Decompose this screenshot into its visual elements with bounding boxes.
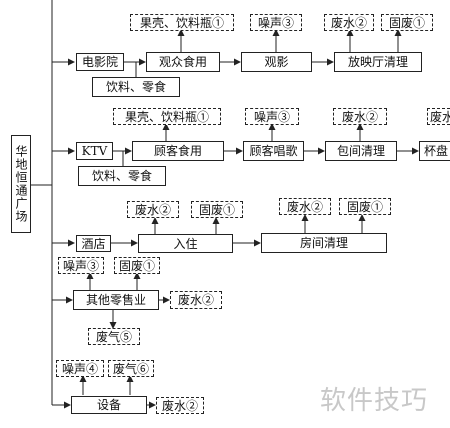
equipment-output-1: 噪声④	[56, 360, 104, 377]
hotel-output-1: 废水②	[127, 201, 179, 218]
ktv-node: KTV	[76, 142, 113, 160]
hotel-step2-node: 房间清理	[261, 233, 387, 253]
cinema-snack-node: 饮料、零食	[92, 77, 180, 97]
cinema-output-1: 果壳、饮料瓶①	[130, 14, 234, 31]
cinema-step3-node: 放映厅清理	[334, 52, 422, 72]
watermark-text: 软件技巧	[320, 386, 429, 416]
hotel-node: 酒店	[76, 235, 111, 252]
hotel-output-2: 固废①	[191, 201, 243, 218]
ktv-snack-node: 饮料、零食	[78, 166, 166, 186]
ktv-step3-node: 包间清理	[325, 141, 397, 161]
ktv-step4-node: 杯盘	[419, 141, 450, 161]
ktv-step2-node: 顾客唱歌	[243, 141, 304, 161]
root-node: 华地恒通广场	[11, 135, 31, 233]
cinema-node: 电影院	[76, 53, 124, 71]
cinema-output-3: 废水②	[324, 14, 374, 31]
cinema-output-2: 噪声③	[250, 14, 302, 31]
retail-output-1: 噪声③	[58, 257, 104, 274]
equipment-output-3: 废水②	[156, 397, 204, 414]
cinema-output-4: 固废①	[381, 14, 433, 31]
equipment-output-2: 废气⑥	[108, 360, 154, 377]
cinema-step2-node: 观影	[241, 52, 312, 72]
ktv-step1-node: 顾客食用	[132, 141, 224, 161]
ktv-output-1: 果壳、饮料瓶①	[113, 108, 221, 125]
retail-output-4: 废气⑤	[88, 328, 140, 345]
retail-output-2: 固废①	[114, 257, 160, 274]
hotel-output-3: 废水②	[279, 198, 331, 215]
cinema-step1-node: 观众食用	[146, 52, 220, 72]
retail-output-3: 废水②	[170, 291, 222, 309]
retail-node: 其他零售业	[73, 290, 159, 310]
hotel-output-4: 固废①	[339, 198, 391, 215]
ktv-output-2: 噪声③	[245, 108, 299, 125]
hotel-step1-node: 入住	[138, 234, 233, 253]
equipment-node: 设备	[71, 396, 147, 414]
ktv-output-3: 废水②	[333, 108, 387, 125]
ktv-output-4: 废水	[427, 108, 450, 125]
